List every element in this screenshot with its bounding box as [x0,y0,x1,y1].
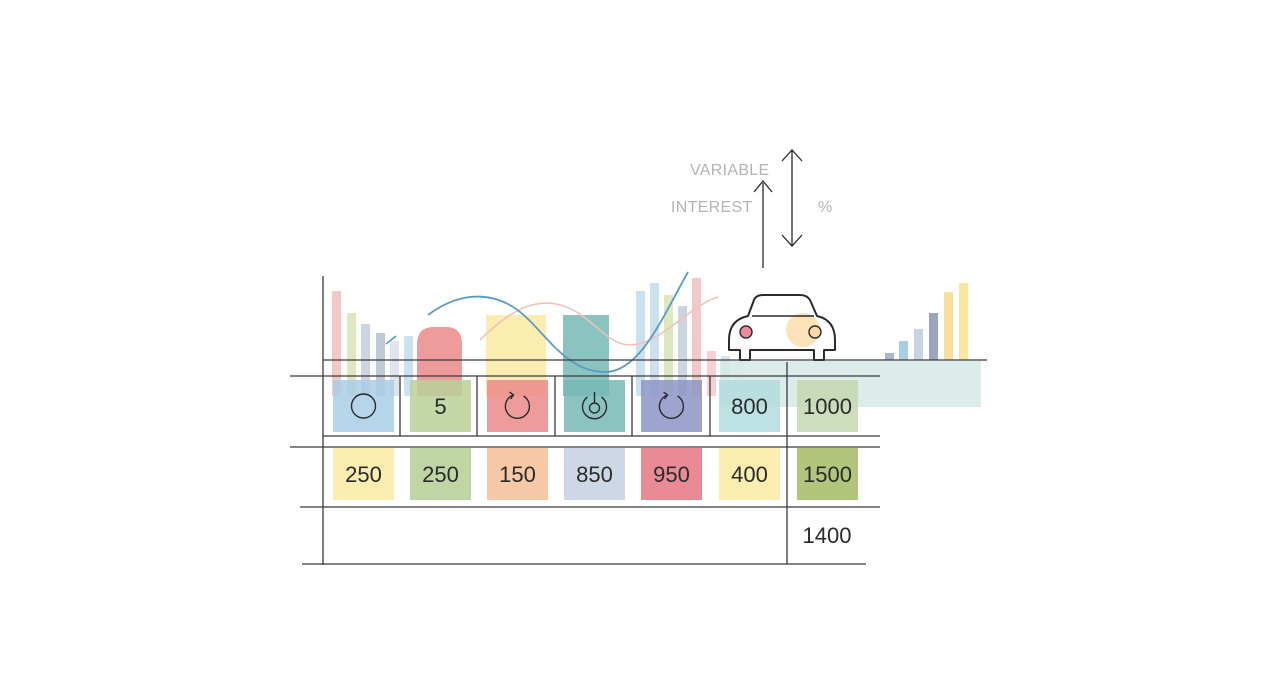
total-value-1400: 1400 [803,523,852,548]
row2-value-7: 1500 [803,462,852,487]
up-arrow-icon [753,179,773,268]
row2-value-5: 950 [653,462,690,487]
row1-cell-4 [564,380,625,432]
row2-cell-5 [641,448,702,500]
power-icon [581,392,608,420]
variable-label: VARIABLE [690,162,769,179]
row1-value-7: 1000 [803,394,852,419]
percent-label: % [818,199,833,216]
row1-cell-3 [487,380,548,432]
row2-value-6: 400 [731,462,768,487]
row2-cell-6 [719,448,780,500]
row2-value-4: 850 [576,462,613,487]
row2-cell-4 [564,448,625,500]
row1-cell-7 [797,380,858,432]
value-table: 5 800 1000 250 250 150 850 950 400 1500 [333,380,858,500]
right-bar-cluster [885,283,968,360]
car-icon [728,294,836,361]
pink-wave-line [479,296,719,346]
row2-cell-2 [410,448,471,500]
circle-icon [350,393,377,419]
row2-cell-1 [333,448,394,500]
row1-cell-2 [410,380,471,432]
row1-cell-1 [333,380,394,432]
row2-value-3: 150 [499,462,536,487]
pink-arch-shape [417,327,462,396]
refresh-circle-icon [504,391,531,420]
blue-wave-line [427,271,689,373]
row2-cell-3 [487,448,548,500]
blue-short-line [385,335,397,345]
row1-value-2: 5 [434,394,446,419]
up-down-arrow-icon [781,149,803,247]
interest-label: INTEREST [671,199,753,216]
row2-value-1: 250 [345,462,382,487]
row1-cell-6 [719,380,780,432]
row1-value-6: 800 [731,394,768,419]
row2-value-2: 250 [422,462,459,487]
row2-cell-7 [797,448,858,500]
row1-cell-5 [641,380,702,432]
refresh-circle-icon [658,391,685,420]
